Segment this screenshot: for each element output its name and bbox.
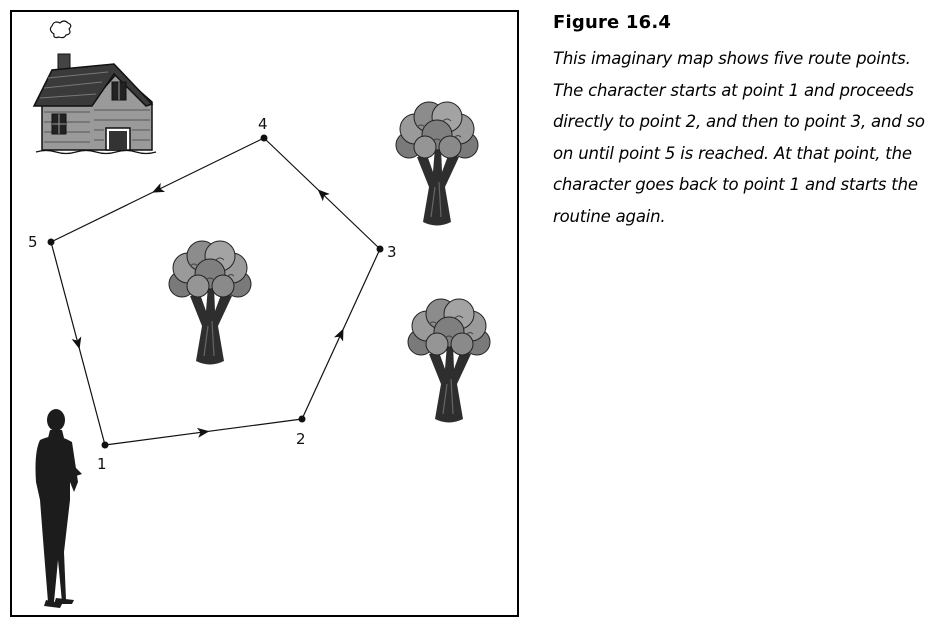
map-frame: 1 2 3 4 5 <box>10 10 519 617</box>
route-map: 1 2 3 4 5 <box>28 20 491 608</box>
tree-icon <box>168 240 252 366</box>
figure-caption: Figure 16.4 This imaginary map shows fiv… <box>553 12 928 232</box>
route-point-5 <box>47 238 55 246</box>
route-point-1 <box>101 441 109 449</box>
figure-description: This imaginary map shows five route poin… <box>553 49 925 226</box>
direction-arrow-icon <box>71 336 82 350</box>
direction-arrow-icon <box>196 427 210 438</box>
route-point-2 <box>298 415 306 423</box>
route-point-label-1: 1 <box>97 455 107 473</box>
direction-arrow-icon <box>317 189 330 202</box>
tree-icon <box>395 101 479 227</box>
route-point-4 <box>260 134 268 142</box>
route-point-3 <box>376 245 384 253</box>
direction-arrow-icon <box>333 328 344 342</box>
route-point-label-5: 5 <box>28 233 38 251</box>
standing-man-icon <box>35 409 82 608</box>
tree-icon <box>407 298 491 424</box>
figure-title: Figure 16.4 <box>553 12 672 33</box>
route-point-label-3: 3 <box>387 243 397 261</box>
direction-arrow-icon <box>152 182 166 193</box>
route-path <box>47 134 384 449</box>
route-point-label-4: 4 <box>258 115 268 133</box>
house-icon <box>32 20 157 155</box>
route-point-label-2: 2 <box>296 430 306 448</box>
